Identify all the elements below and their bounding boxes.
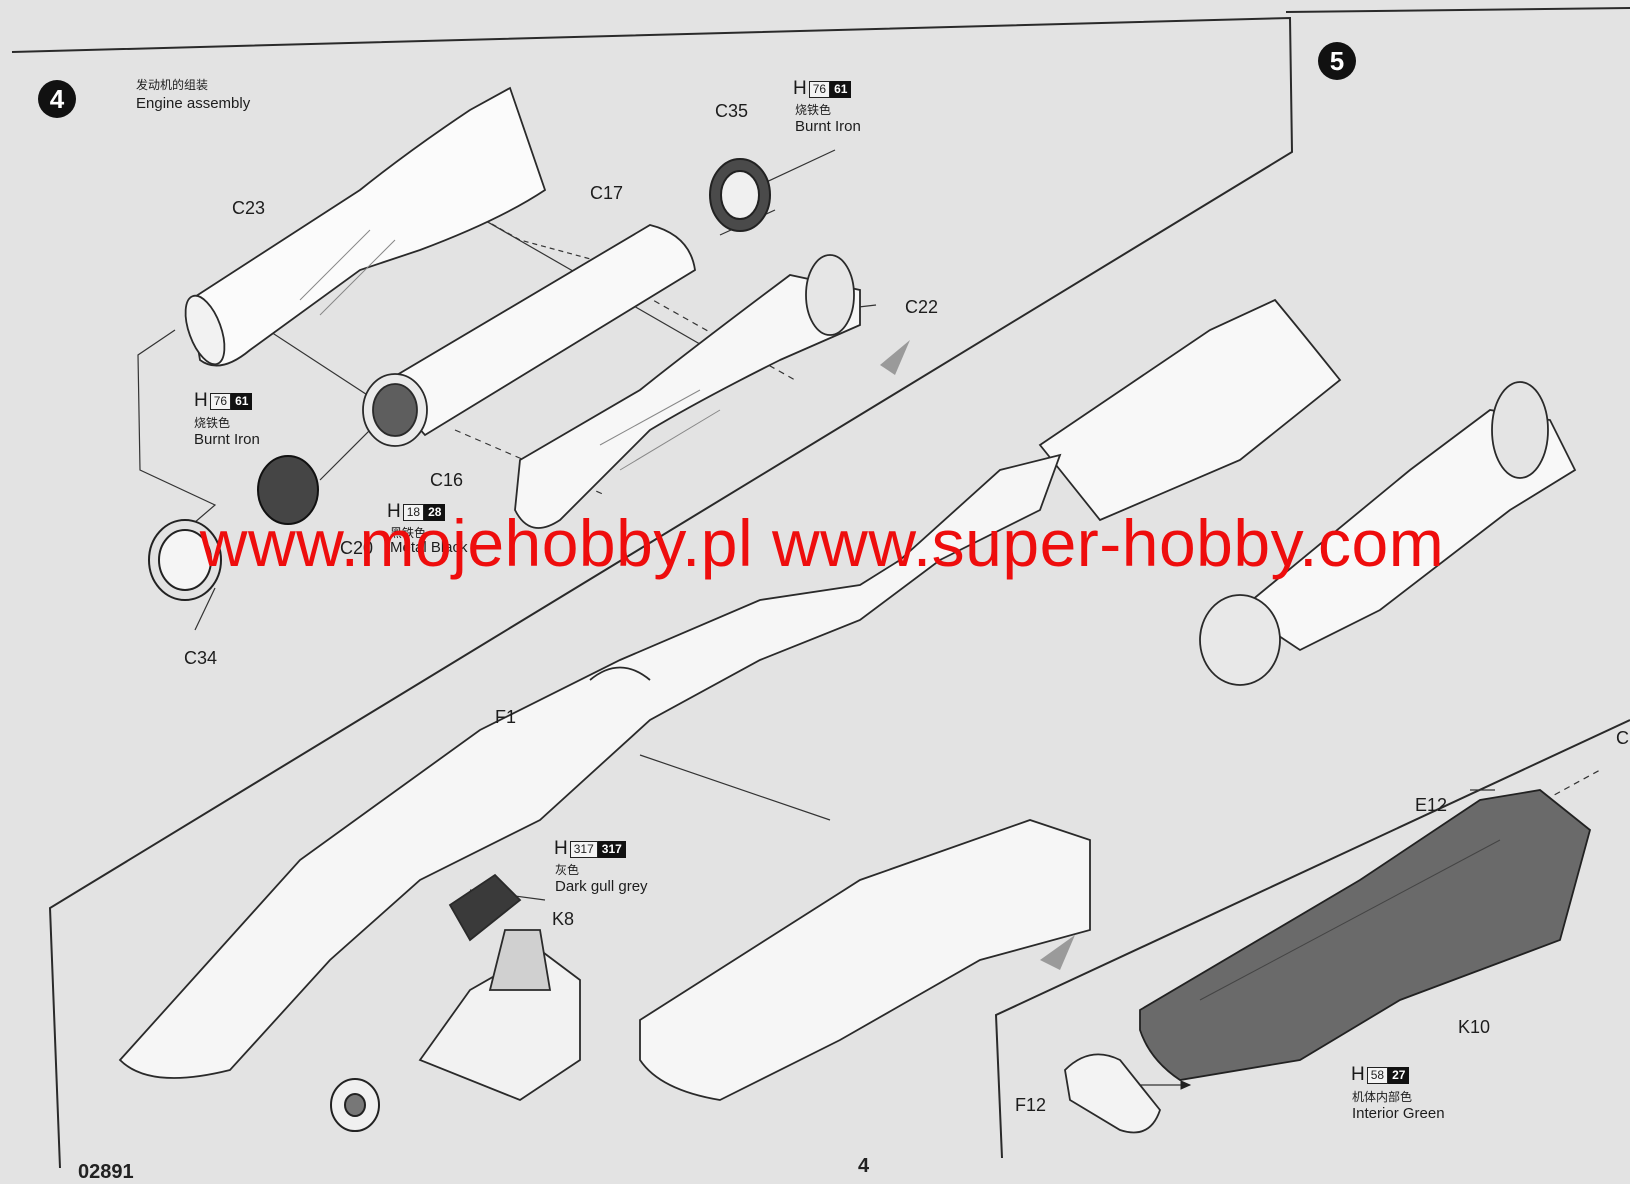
f12-panel <box>1064 1053 1162 1134</box>
cockpit-tub <box>418 873 581 1102</box>
paint-code-dark-gull-grey: H 317 317 <box>554 838 626 860</box>
f1-fuselage-half <box>118 453 1062 1079</box>
watermark-text: www.mojehobby.pl www.super-hobby.com <box>199 506 1445 580</box>
c22-engine-shell <box>514 254 861 529</box>
part-label-c22: C22 <box>905 297 939 317</box>
paint-code-secondary: 61 <box>231 392 253 410</box>
paint-name-en-interior-green: Interior Green <box>1352 1105 1445 1122</box>
paint-prefix: H <box>793 78 807 99</box>
paint-name-cn-burnt-iron-top: 烧铁色 <box>795 103 832 117</box>
c35-exhaust-ring <box>709 158 771 232</box>
paint-name-en-burnt-iron-top: Burnt Iron <box>795 118 861 135</box>
c20-black-disk <box>257 455 319 525</box>
paint-name-cn-burnt-iron-left: 烧铁色 <box>194 416 231 430</box>
part-label-c16: C16 <box>430 470 464 490</box>
part-label-c20: C20 <box>340 538 374 558</box>
panel-frames <box>11 7 1630 1169</box>
paint-code-primary: 58 <box>1366 1066 1389 1084</box>
c17-engine-tube <box>362 224 696 447</box>
c34-ring <box>148 519 222 601</box>
paint-prefix: H <box>1351 1064 1365 1085</box>
paint-code-primary: 18 <box>402 503 425 521</box>
page-number: 4 <box>858 1155 870 1177</box>
paint-code-secondary: 28 <box>424 503 446 521</box>
paint-code-secondary: 61 <box>830 80 852 98</box>
paint-name-en-burnt-iron-left: Burnt Iron <box>194 431 260 448</box>
paint-prefix: H <box>554 838 568 859</box>
part-label-c35: C35 <box>715 101 749 121</box>
paint-code-burnt-iron-left: H 76 61 <box>194 390 253 412</box>
paint-name-en-dark-gull-grey: Dark gull grey <box>555 878 648 895</box>
part-label-c34: C34 <box>184 648 218 668</box>
paint-code-metal-black: H 18 28 <box>387 501 446 523</box>
step-4-title-en: Engine assembly <box>136 95 251 112</box>
paint-code-secondary: 317 <box>597 840 626 858</box>
part-label-c17: C17 <box>590 183 624 203</box>
paint-code-interior-green: H 58 27 <box>1351 1064 1410 1086</box>
paint-name-cn-dark-gull-grey: 灰色 <box>555 863 580 877</box>
paint-name-cn-metal-black: 黑铁色 <box>390 526 427 540</box>
paint-code-primary: 317 <box>569 840 598 858</box>
part-label-f1: F1 <box>495 707 517 727</box>
paint-code-primary: 76 <box>808 80 831 98</box>
part-label-k8: K8 <box>552 909 575 929</box>
part-label-f12: F12 <box>1015 1095 1047 1115</box>
paint-code-primary: 76 <box>209 392 232 410</box>
step5-engine-assembly <box>1038 298 1577 686</box>
k10-cockpit-floor <box>1139 789 1592 1081</box>
step-4-title-cn: 发动机的组装 <box>136 78 209 92</box>
c23-engine-half <box>184 86 547 367</box>
step-4-marker: 4 <box>38 80 76 118</box>
paint-prefix: H <box>387 501 401 522</box>
part-label-c23: C23 <box>232 198 266 218</box>
step-4-number: 4 <box>49 83 65 114</box>
paint-code-burnt-iron-top: H 76 61 <box>793 78 852 100</box>
paint-prefix: H <box>194 390 208 411</box>
part-label-k10: K10 <box>1458 1017 1491 1037</box>
step-5-number: 5 <box>1329 45 1345 76</box>
paint-name-en-metal-black: Metal Black <box>390 539 468 556</box>
paint-code-secondary: 27 <box>1388 1066 1410 1084</box>
paint-name-cn-interior-green: 机体内部色 <box>1352 1090 1413 1104</box>
direction-arrows <box>880 340 1075 970</box>
nose-gear-wheel <box>330 1078 380 1132</box>
lower-fuselage-right <box>639 819 1091 1101</box>
kit-code: 02891 <box>78 1161 134 1183</box>
part-label-e12: E12 <box>1415 795 1448 815</box>
step-5-marker: 5 <box>1318 42 1356 80</box>
part-label-c-edge: C <box>1616 728 1629 748</box>
